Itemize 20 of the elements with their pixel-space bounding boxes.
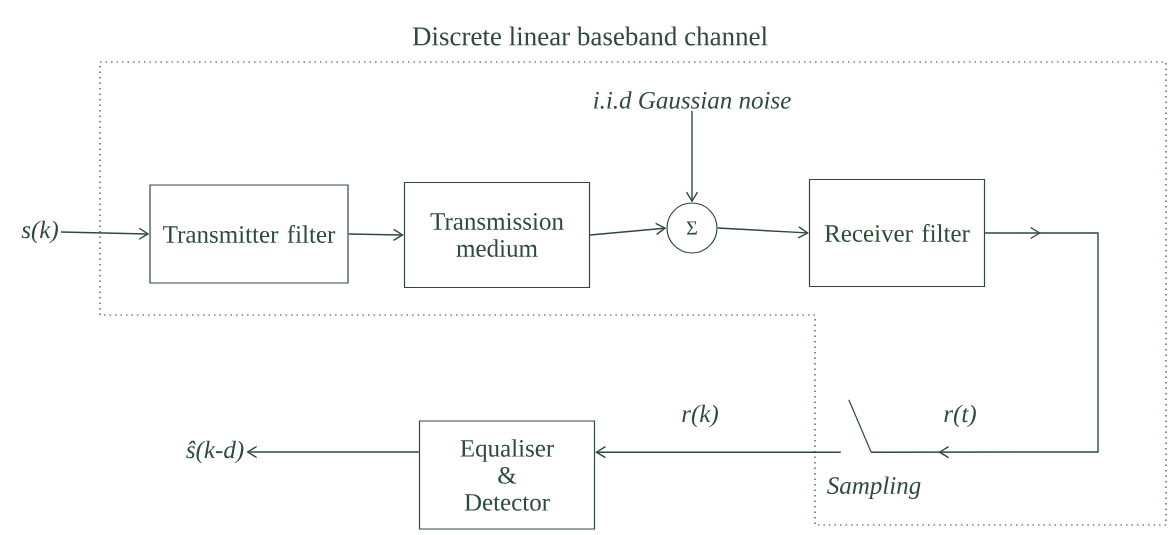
- arrow: [595, 446, 842, 459]
- block-box: Equaliser & Detector: [418, 420, 596, 530]
- arrow: [685, 110, 699, 203]
- arrow: [246, 445, 420, 459]
- block-box: Receiver filter: [808, 178, 986, 288]
- arrow: [60, 227, 150, 240]
- arrow: [589, 222, 667, 236]
- arrow: [347, 228, 404, 241]
- signal-label: i.i.d Gaussian noise: [594, 91, 791, 109]
- beside-label: Sampling: [827, 476, 921, 500]
- signal-label: s(k): [21, 220, 58, 244]
- block-box: Transmitter filter: [149, 184, 349, 284]
- signal-label: ŝ(k-d): [186, 440, 244, 464]
- edge-label: r(t): [941, 402, 979, 430]
- block-box: Transmission medium: [403, 181, 591, 289]
- arrow: [716, 226, 809, 239]
- summing-junction: Σ: [666, 202, 718, 254]
- region-title: Discrete linear baseband channel: [412, 26, 768, 46]
- sampling-switch: [848, 399, 872, 453]
- edge-label: r(k): [679, 402, 721, 430]
